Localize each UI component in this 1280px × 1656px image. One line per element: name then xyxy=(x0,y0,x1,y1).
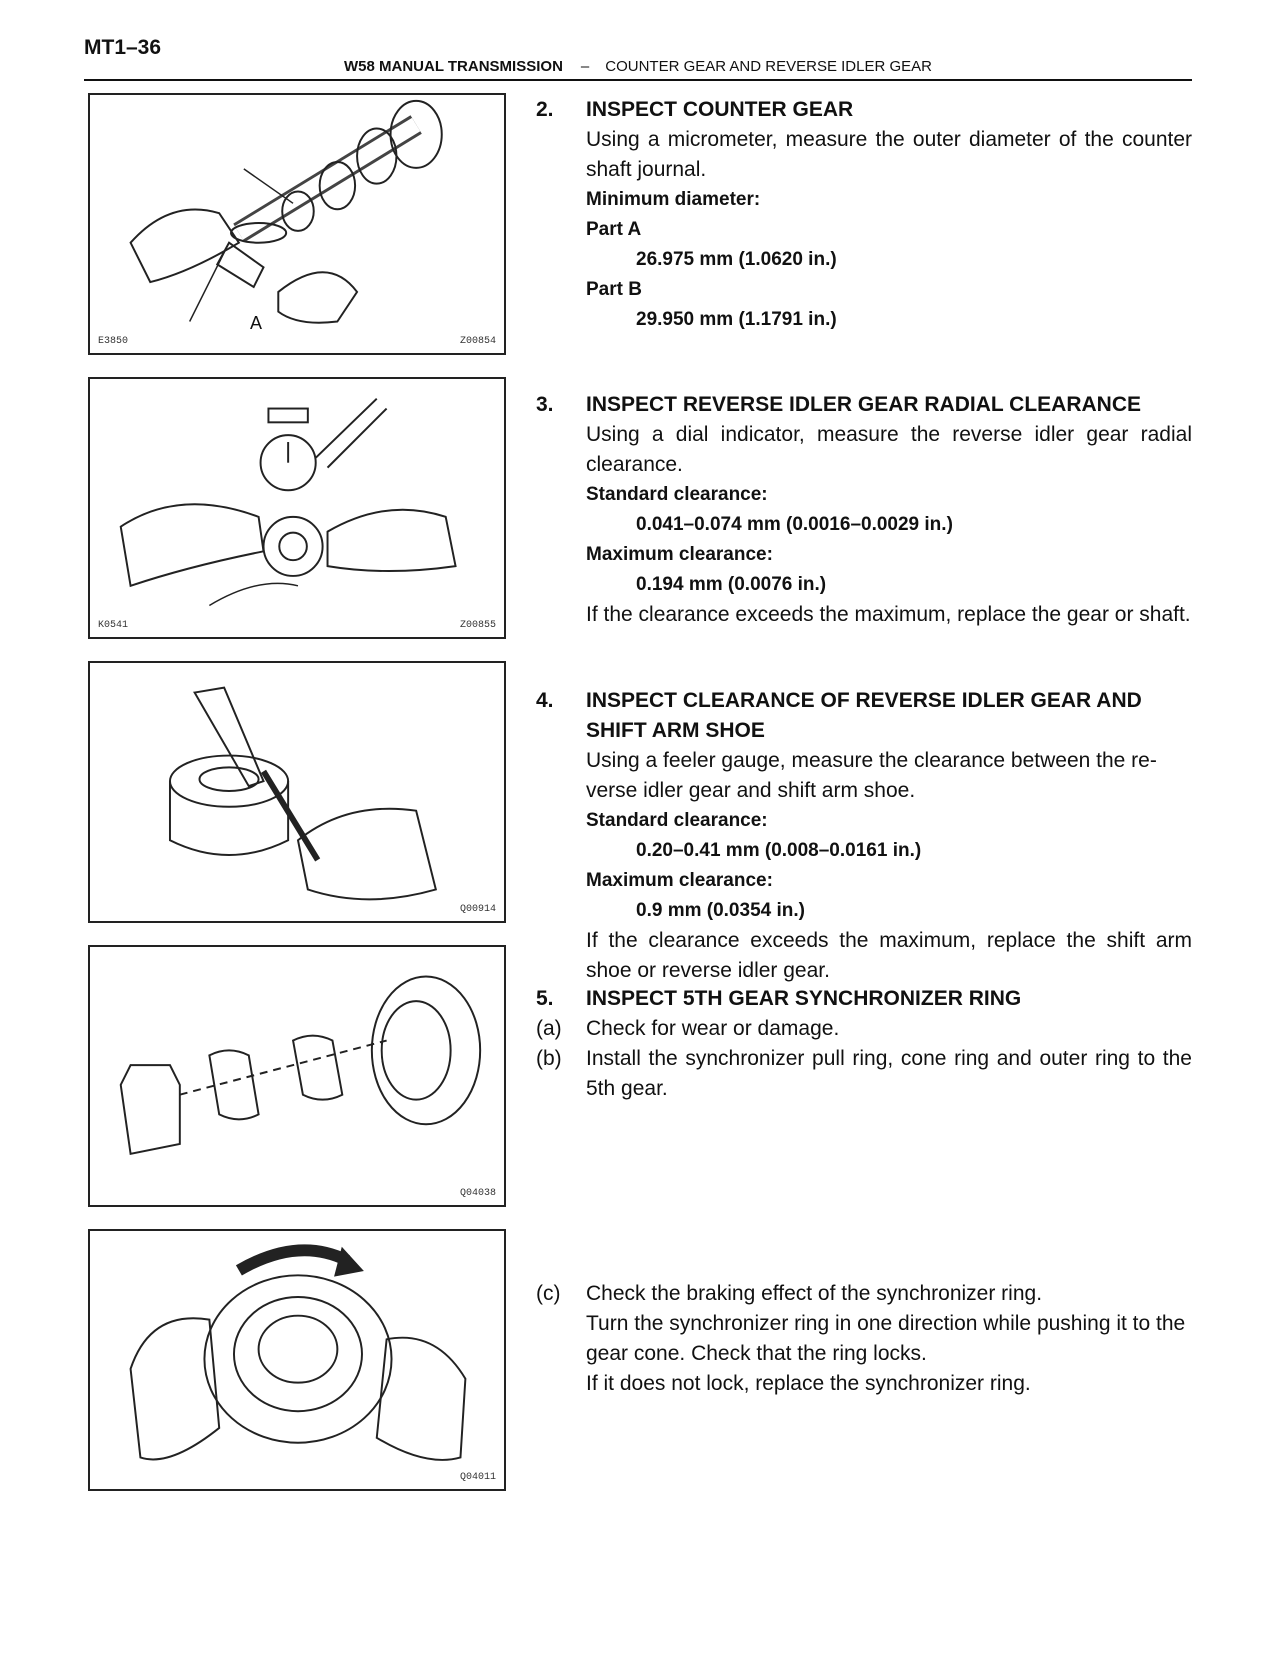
substep-b-text: Install the synchronizer pull ring, cone… xyxy=(586,1047,1192,1100)
synchronizer-exploded-illustration xyxy=(119,975,482,1155)
step-2-inspect-counter-gear: 2. INSPECT COUNTER GEAR Using a micromet… xyxy=(536,95,1192,335)
step-3-inspect-radial-clearance: 3. INSPECT REVERSE IDLER GEAR RADIAL CLE… xyxy=(536,390,1192,630)
step-body-line-2: verse idler gear and shift arm shoe. xyxy=(586,779,916,802)
header-section: COUNTER GEAR AND REVERSE IDLER GEAR xyxy=(605,58,932,75)
figure-synchronizer-exploded: Q04038 xyxy=(88,945,506,1207)
step-title: INSPECT COUNTER GEAR xyxy=(586,98,854,121)
figure-counter-gear-micrometer: A E3850 Z00854 xyxy=(88,93,506,355)
header-rule xyxy=(84,79,1192,81)
dial-indicator-illustration xyxy=(119,397,457,607)
substep-a-label: (a) xyxy=(536,1017,562,1040)
substep-c-line-1: Check the braking effect of the synchron… xyxy=(586,1282,1043,1305)
step-body-line-1: Using a feeler gauge, measure the cleara… xyxy=(586,749,1157,772)
counter-gear-illustration xyxy=(129,99,443,324)
step-number: 5. xyxy=(536,987,554,1010)
step-title: INSPECT REVERSE IDLER GEAR RADIAL CLEARA… xyxy=(586,393,1142,416)
part-b-value: 29.950 mm (1.1791 in.) xyxy=(636,309,837,330)
figure-dial-indicator: K0541 Z00855 xyxy=(88,377,506,639)
substep-b-label: (b) xyxy=(536,1047,562,1070)
step-title-line-1: INSPECT CLEARANCE OF REVERSE IDLER GEAR … xyxy=(586,689,1142,712)
figure-code-right: Q04038 xyxy=(459,1188,496,1199)
figure-code-right: Q00914 xyxy=(459,904,496,915)
step-body: Using a dial indicator, measure the reve… xyxy=(586,423,1192,476)
maximum-clearance-value: 0.194 mm (0.0076 in.) xyxy=(636,574,827,595)
step-number: 4. xyxy=(536,689,554,712)
page-number: MT1–36 xyxy=(84,36,162,59)
step-body: Using a micrometer, measure the outer di… xyxy=(586,128,1192,181)
header-section-bold: W58 MANUAL TRANSMISSION xyxy=(344,58,563,75)
spec-label: Minimum diameter: xyxy=(586,189,761,210)
feeler-gauge-illustration xyxy=(168,686,438,901)
part-a-value: 26.975 mm (1.0620 in.) xyxy=(636,249,837,270)
standard-clearance-label: Standard clearance: xyxy=(586,484,768,505)
maximum-clearance-label: Maximum clearance: xyxy=(586,870,773,891)
running-header: W58 MANUAL TRANSMISSION–COUNTER GEAR AND… xyxy=(344,58,932,75)
step-number: 3. xyxy=(536,393,554,416)
maximum-clearance-value: 0.9 mm (0.0354 in.) xyxy=(636,900,805,921)
step-4-inspect-shift-arm-clearance: 4. INSPECT CLEARANCE OF REVERSE IDLER GE… xyxy=(536,686,1192,986)
step-note: If the clearance exceeds the maximum, re… xyxy=(586,929,1192,982)
standard-clearance-value: 0.041–0.074 mm (0.0016–0.0029 in.) xyxy=(636,514,953,535)
step-5-inspect-synchronizer-ring: 5. INSPECT 5TH GEAR SYNCHRONIZER RING (a… xyxy=(536,984,1192,1104)
standard-clearance-label: Standard clearance: xyxy=(586,810,768,831)
maximum-clearance-label: Maximum clearance: xyxy=(586,544,773,565)
step-number: 2. xyxy=(536,98,554,121)
substep-c-line-2: Turn the synchronizer ring in one direct… xyxy=(586,1312,1186,1365)
figure-braking-effect: Q04011 xyxy=(88,1229,506,1491)
figure-code-right: Z00855 xyxy=(459,620,496,631)
figure-code-left: K0541 xyxy=(98,620,129,631)
step-title-line-2: SHIFT ARM SHOE xyxy=(586,719,765,742)
substep-c-label: (c) xyxy=(536,1282,561,1305)
figure-code-right: Q04011 xyxy=(459,1472,496,1483)
part-a-label: Part A xyxy=(586,219,642,240)
figure-code-left: E3850 xyxy=(98,336,129,347)
standard-clearance-value: 0.20–0.41 mm (0.008–0.0161 in.) xyxy=(636,840,922,861)
part-b-label: Part B xyxy=(586,279,642,300)
substep-a-text: Check for wear or damage. xyxy=(586,1017,840,1040)
step-5c-braking-effect: (c) Check the braking effect of the sync… xyxy=(536,1279,1192,1399)
figure-feeler-gauge: Q00914 xyxy=(88,661,506,923)
substep-c-line-3: If it does not lock, replace the synchro… xyxy=(586,1372,1031,1395)
step-title: INSPECT 5TH GEAR SYNCHRONIZER RING xyxy=(586,987,1022,1010)
figure-code-right: Z00854 xyxy=(459,336,496,347)
header-dash: – xyxy=(580,58,590,75)
braking-effect-illustration xyxy=(129,1244,467,1461)
callout-a: A xyxy=(250,313,263,333)
step-note: If the clearance exceeds the maximum, re… xyxy=(586,603,1191,626)
